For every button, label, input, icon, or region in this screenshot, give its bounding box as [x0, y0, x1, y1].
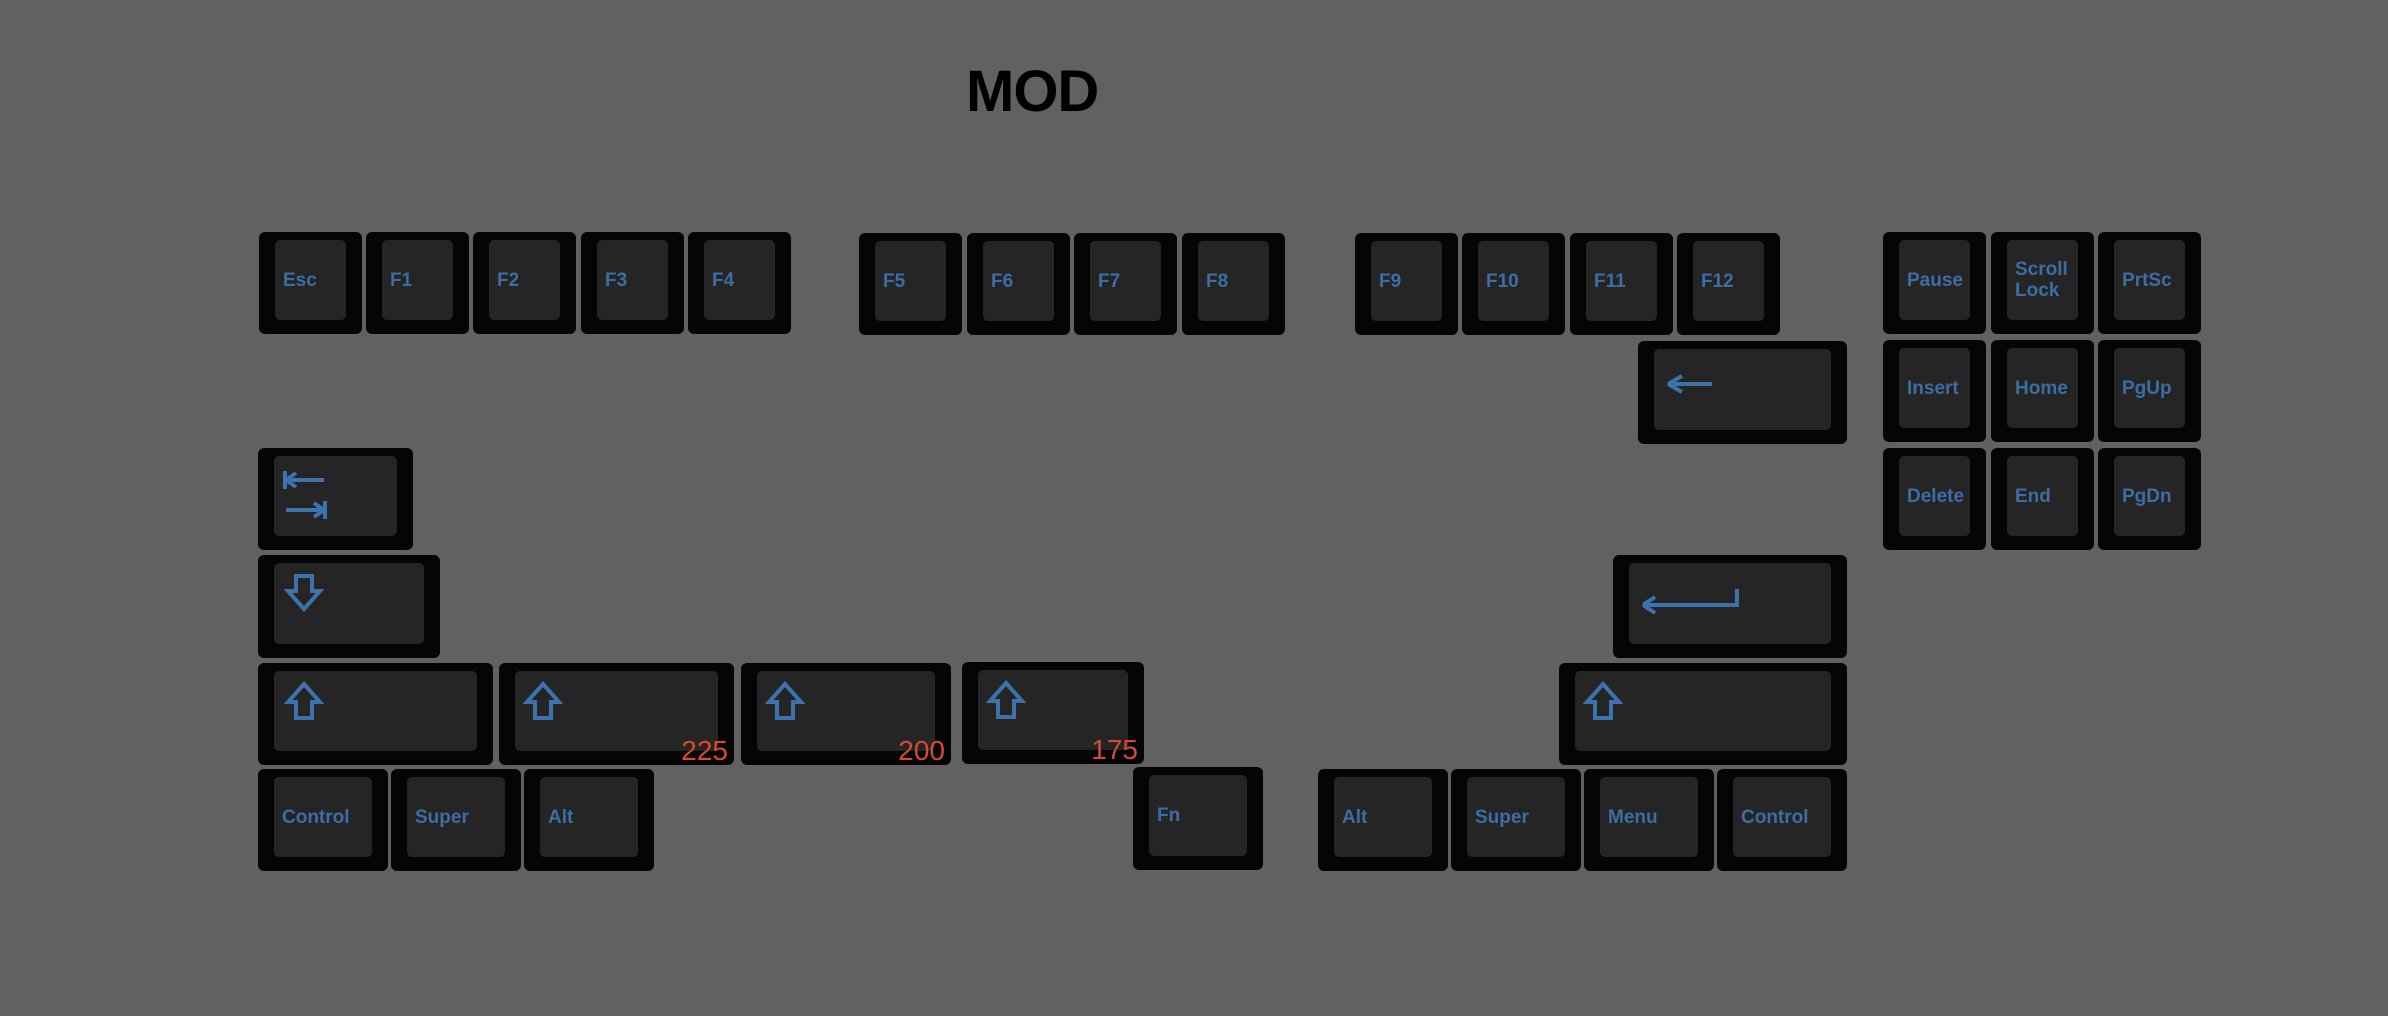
key-f7[interactable]: F7: [1074, 233, 1177, 335]
key-legend: Delete: [1907, 485, 1965, 507]
key-legend: F4: [712, 269, 735, 291]
backspace-arrow-icon: [1664, 371, 1714, 402]
key-legend: Super: [1475, 806, 1529, 828]
key-left-control[interactable]: Control: [258, 769, 388, 871]
key-legend: Control: [282, 806, 350, 828]
key-legend: F2: [497, 269, 520, 291]
key-home[interactable]: Home: [1991, 340, 2094, 442]
key-legend: Menu: [1608, 806, 1658, 828]
key-caps[interactable]: [258, 555, 440, 658]
key-shift-175[interactable]: 175: [962, 662, 1144, 765]
key-legend: PgUp: [2122, 377, 2172, 399]
key-legend: F6: [991, 270, 1014, 292]
key-f3[interactable]: F3: [581, 232, 684, 334]
shift-arrow-icon: [985, 679, 1027, 725]
key-legend: F11: [1594, 270, 1626, 292]
key-f8[interactable]: F8: [1182, 233, 1285, 335]
key-f11[interactable]: F11: [1570, 233, 1673, 335]
key-legend: Alt: [1342, 806, 1368, 828]
page-title: MOD: [966, 59, 1099, 124]
key-pgup[interactable]: PgUp: [2098, 340, 2201, 442]
key-f4[interactable]: F4: [688, 232, 791, 334]
key-scroll-lock[interactable]: Scroll Lock: [1991, 232, 2094, 334]
key-legend: F9: [1379, 270, 1402, 292]
key-legend: Insert: [1907, 377, 1959, 399]
key-f1[interactable]: F1: [366, 232, 469, 334]
key-legend: F7: [1098, 270, 1121, 292]
key-legend: Scroll Lock: [2015, 259, 2068, 301]
key-backspace[interactable]: [1638, 341, 1847, 444]
key-insert[interactable]: Insert: [1883, 340, 1986, 442]
key-legend: F5: [883, 270, 906, 292]
shift-arrow-icon: [764, 680, 806, 726]
key-legend: Fn: [1157, 805, 1181, 826]
key-size-label: 225: [681, 735, 728, 766]
key-legend: Super: [415, 806, 469, 828]
key-f10[interactable]: F10: [1462, 233, 1565, 335]
caps-down-arrow-icon: [283, 573, 325, 618]
key-prtsc[interactable]: PrtSc: [2098, 232, 2201, 334]
key-f2[interactable]: F2: [473, 232, 576, 334]
key-end[interactable]: End: [1991, 448, 2094, 550]
key-legend: F12: [1701, 270, 1734, 292]
key-size-label: 175: [1091, 734, 1138, 765]
key-legend: Pause: [1907, 269, 1963, 291]
key-legend: Home: [2015, 377, 2068, 399]
key-legend: Alt: [548, 806, 574, 828]
key-f5[interactable]: F5: [859, 233, 962, 335]
key-legend: F3: [605, 269, 628, 291]
key-legend: PrtSc: [2122, 269, 2172, 291]
key-legend: F8: [1206, 270, 1229, 292]
key-legend: Control: [1741, 806, 1809, 828]
tab-arrows-icon: [282, 468, 328, 527]
key-legend: F10: [1486, 270, 1519, 292]
shift-arrow-icon: [283, 680, 325, 726]
key-right-alt[interactable]: Alt: [1318, 769, 1448, 871]
key-legend: F1: [390, 269, 413, 291]
key-pause[interactable]: Pause: [1883, 232, 1986, 334]
key-f6[interactable]: F6: [967, 233, 1070, 335]
key-right-super[interactable]: Super: [1451, 769, 1581, 871]
shift-arrow-icon: [522, 680, 564, 726]
key-f12[interactable]: F12: [1677, 233, 1780, 335]
key-legend: PgDn: [2122, 485, 2172, 507]
key-left-super[interactable]: Super: [391, 769, 521, 871]
key-right-shift[interactable]: [1559, 663, 1847, 765]
key-left-alt[interactable]: Alt: [524, 769, 654, 871]
key-f9[interactable]: F9: [1355, 233, 1458, 335]
key-menu[interactable]: Menu: [1584, 769, 1714, 871]
enter-return-icon: [1637, 587, 1741, 622]
shift-arrow-icon: [1582, 680, 1624, 726]
key-esc[interactable]: Esc: [259, 232, 362, 334]
key-legend: Esc: [283, 269, 317, 291]
key-left-shift[interactable]: [258, 663, 493, 765]
key-fn[interactable]: Fn: [1133, 767, 1263, 870]
key-shift-225[interactable]: 225: [499, 663, 734, 766]
key-enter[interactable]: [1613, 555, 1847, 658]
key-tab[interactable]: [258, 448, 413, 550]
key-right-control[interactable]: Control: [1717, 769, 1847, 871]
key-legend: End: [2015, 485, 2051, 507]
key-shift-200[interactable]: 200: [741, 663, 951, 766]
key-pgdn[interactable]: PgDn: [2098, 448, 2201, 550]
key-delete[interactable]: Delete: [1883, 448, 1986, 550]
key-size-label: 200: [898, 735, 945, 766]
